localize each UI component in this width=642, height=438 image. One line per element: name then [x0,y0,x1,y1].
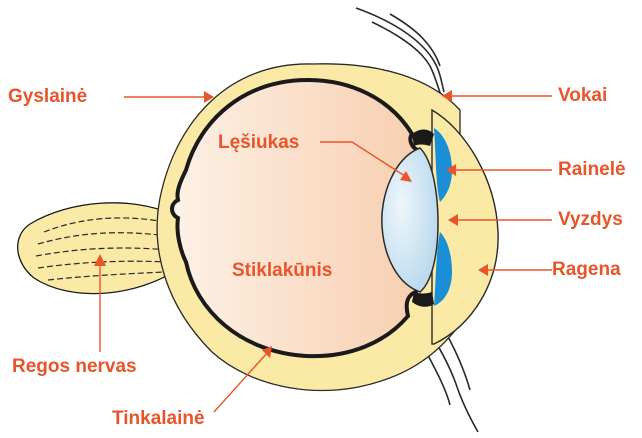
label-lesiukas: Lęšiukas [218,132,299,154]
label-rainele: Rainelė [558,159,626,181]
label-ragena: Ragena [552,259,621,281]
label-vokai: Vokai [558,85,607,107]
ciliary-body-top [412,130,434,147]
label-tinkalaine: Tinkalainė [112,408,205,430]
label-regos-nervas: Regos nervas [12,356,137,378]
label-gyslaine: Gyslainė [8,86,87,108]
optic-nerve [18,203,180,294]
label-stiklakunis: Stiklakūnis [232,260,332,282]
label-vyzdys: Vyzdys [558,209,623,231]
